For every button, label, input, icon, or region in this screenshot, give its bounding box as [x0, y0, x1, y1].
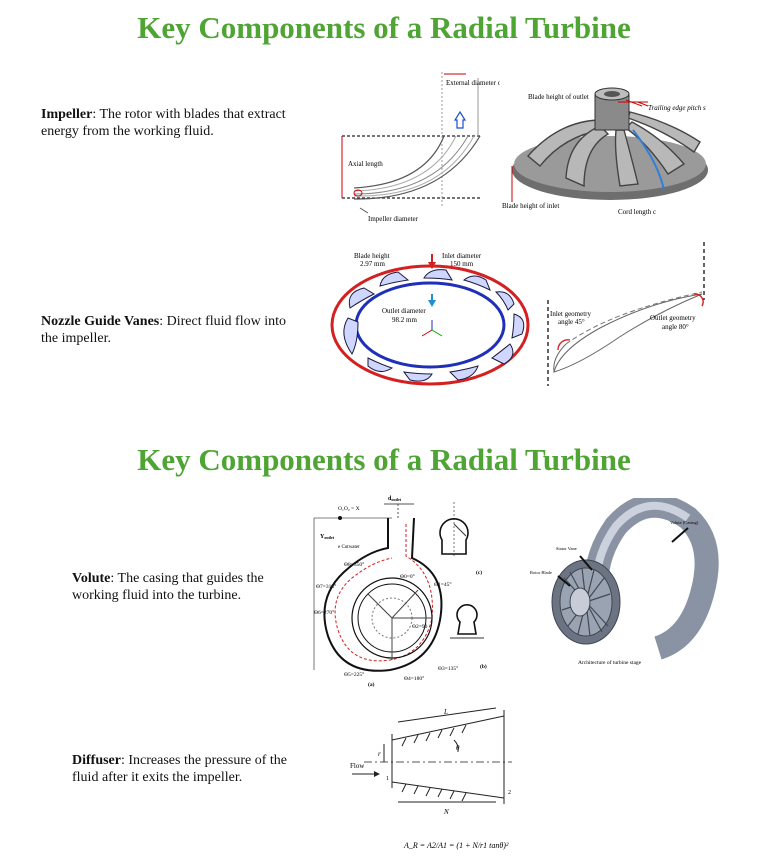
nozzle-description: Nozzle Guide Vanes: Direct fluid flow in… — [41, 313, 306, 347]
vane-profile-diagram: Inlet geometry angle 45° Outlet geometry… — [547, 242, 705, 386]
turbine-stage-render: Volute (Casing) Stator Vane Rotor Blade … — [530, 498, 719, 666]
label-r1: r — [378, 750, 381, 758]
label-blade-height-inlet: Blade height of inlet — [502, 202, 559, 210]
label-external-diameter: External diameter of outlet — [446, 79, 500, 87]
label-o1o2: O₁O₂ = X — [338, 506, 360, 512]
label-outlet-diameter: Outlet diameter — [382, 307, 426, 315]
label-theta5: Θ5=225° — [344, 671, 364, 678]
label-d-outlet-main: d — [388, 496, 392, 502]
impeller-text: : The rotor with blades that extract ene… — [41, 107, 286, 139]
label-theta: θ — [456, 744, 460, 752]
label-theta2: Θ2=90 — [412, 624, 428, 630]
label-stator-vane: Stator Vane — [556, 546, 577, 551]
label-theta3: Θ3=135° — [438, 665, 458, 672]
impeller-3d-render: Blade height of outlet Trailing edge pit… — [502, 87, 708, 216]
label-blade-height-outlet: Blade height of outlet — [528, 93, 589, 101]
label-theta0: Θ0=0° — [400, 573, 415, 580]
label-outlet-diameter-val: 98.2 mm — [392, 316, 417, 324]
nozzle-ring-diagram: Blade height 2.97 mm Inlet diameter 150 … — [330, 252, 530, 386]
label-y-outlet: Youtlet — [320, 534, 335, 540]
volute-cross-sections: Θ1=45° Θ3=135° (c) (b) — [434, 502, 487, 672]
label-cutwater: e Cutwater — [338, 545, 360, 550]
label-theta7: Θ7=315° — [316, 583, 336, 590]
diffuser-text: : Increases the pressure of the fluid af… — [72, 753, 287, 785]
label-d-outlet: doutlet — [388, 496, 402, 502]
label-outlet-geometry: Outlet geometry — [650, 314, 696, 322]
nozzle-term: Nozzle Guide Vanes — [41, 314, 160, 329]
impeller-meridional-diagram: External diameter of outlet Axial length… — [341, 72, 500, 223]
diffuser-diagram: Flow L N θ r 1 2 A_R = A2/A1 = (1 + N/r1… — [350, 707, 512, 850]
slide1-title: Key Components of a Radial Turbine — [137, 10, 631, 45]
label-blade-height: Blade height — [354, 252, 390, 260]
label-cord-length: Cord length c — [618, 208, 656, 216]
label-trailing-edge: Trailing edge pitch s — [648, 104, 706, 112]
label-impeller-diameter: Impeller diameter — [368, 215, 419, 223]
label-volute-casing: Volute (Casing) — [670, 520, 699, 525]
diffuser-description: Diffuser: Increases the pressure of the … — [72, 752, 297, 786]
label-axial-length: Axial length — [348, 160, 383, 168]
label-outlet-geometry-val: angle 80° — [662, 323, 689, 331]
label-blade-height-val: 2.97 mm — [360, 260, 385, 268]
label-flow: Flow — [350, 762, 365, 770]
volute-diagram: doutlet Youtlet O₁O₂ = X e Cutwater Θ8=3… — [313, 496, 443, 688]
label-theta8: Θ8=350° — [344, 561, 364, 568]
label-one: 1 — [386, 776, 389, 782]
label-formula: A_R = A2/A1 = (1 + N/r1 tanθ)² — [403, 841, 509, 850]
label-inlet-diameter-val: 150 mm — [450, 260, 474, 268]
label-theta4: Θ4=180° — [404, 675, 424, 682]
label-c: (c) — [476, 569, 482, 576]
label-inlet-diameter: Inlet diameter — [442, 252, 482, 260]
impeller-term: Impeller — [41, 107, 93, 122]
label-a: (a) — [368, 681, 375, 688]
label-b: (b) — [480, 663, 487, 670]
label-d-outlet-sub: outlet — [391, 497, 401, 502]
slide2-title: Key Components of a Radial Turbine — [137, 442, 631, 477]
label-rotor-blade: Rotor Blade — [530, 570, 552, 575]
label-L: L — [443, 708, 448, 716]
label-inlet-geometry-val: angle 45° — [558, 318, 585, 326]
label-inlet-geometry: Inlet geometry — [550, 310, 592, 318]
volute-term: Volute — [72, 571, 111, 586]
label-N: N — [443, 808, 449, 816]
label-y-outlet-sub: outlet — [324, 535, 334, 540]
nozzle-text: : Direct fluid flow into the impeller. — [41, 314, 286, 346]
label-theta6: Θ6=270° — [314, 609, 334, 616]
label-y-outlet-main: Y — [320, 534, 325, 540]
label-two: 2 — [508, 790, 511, 796]
diffuser-term: Diffuser — [72, 753, 121, 768]
impeller-description: Impeller: The rotor with blades that ext… — [41, 106, 306, 140]
label-architecture: Architecture of turbine stage — [578, 659, 642, 666]
volute-description: Volute: The casing that guides the worki… — [72, 570, 297, 604]
volute-text: : The casing that guides the working flu… — [72, 571, 264, 603]
label-theta1: Θ1=45° — [434, 581, 452, 588]
